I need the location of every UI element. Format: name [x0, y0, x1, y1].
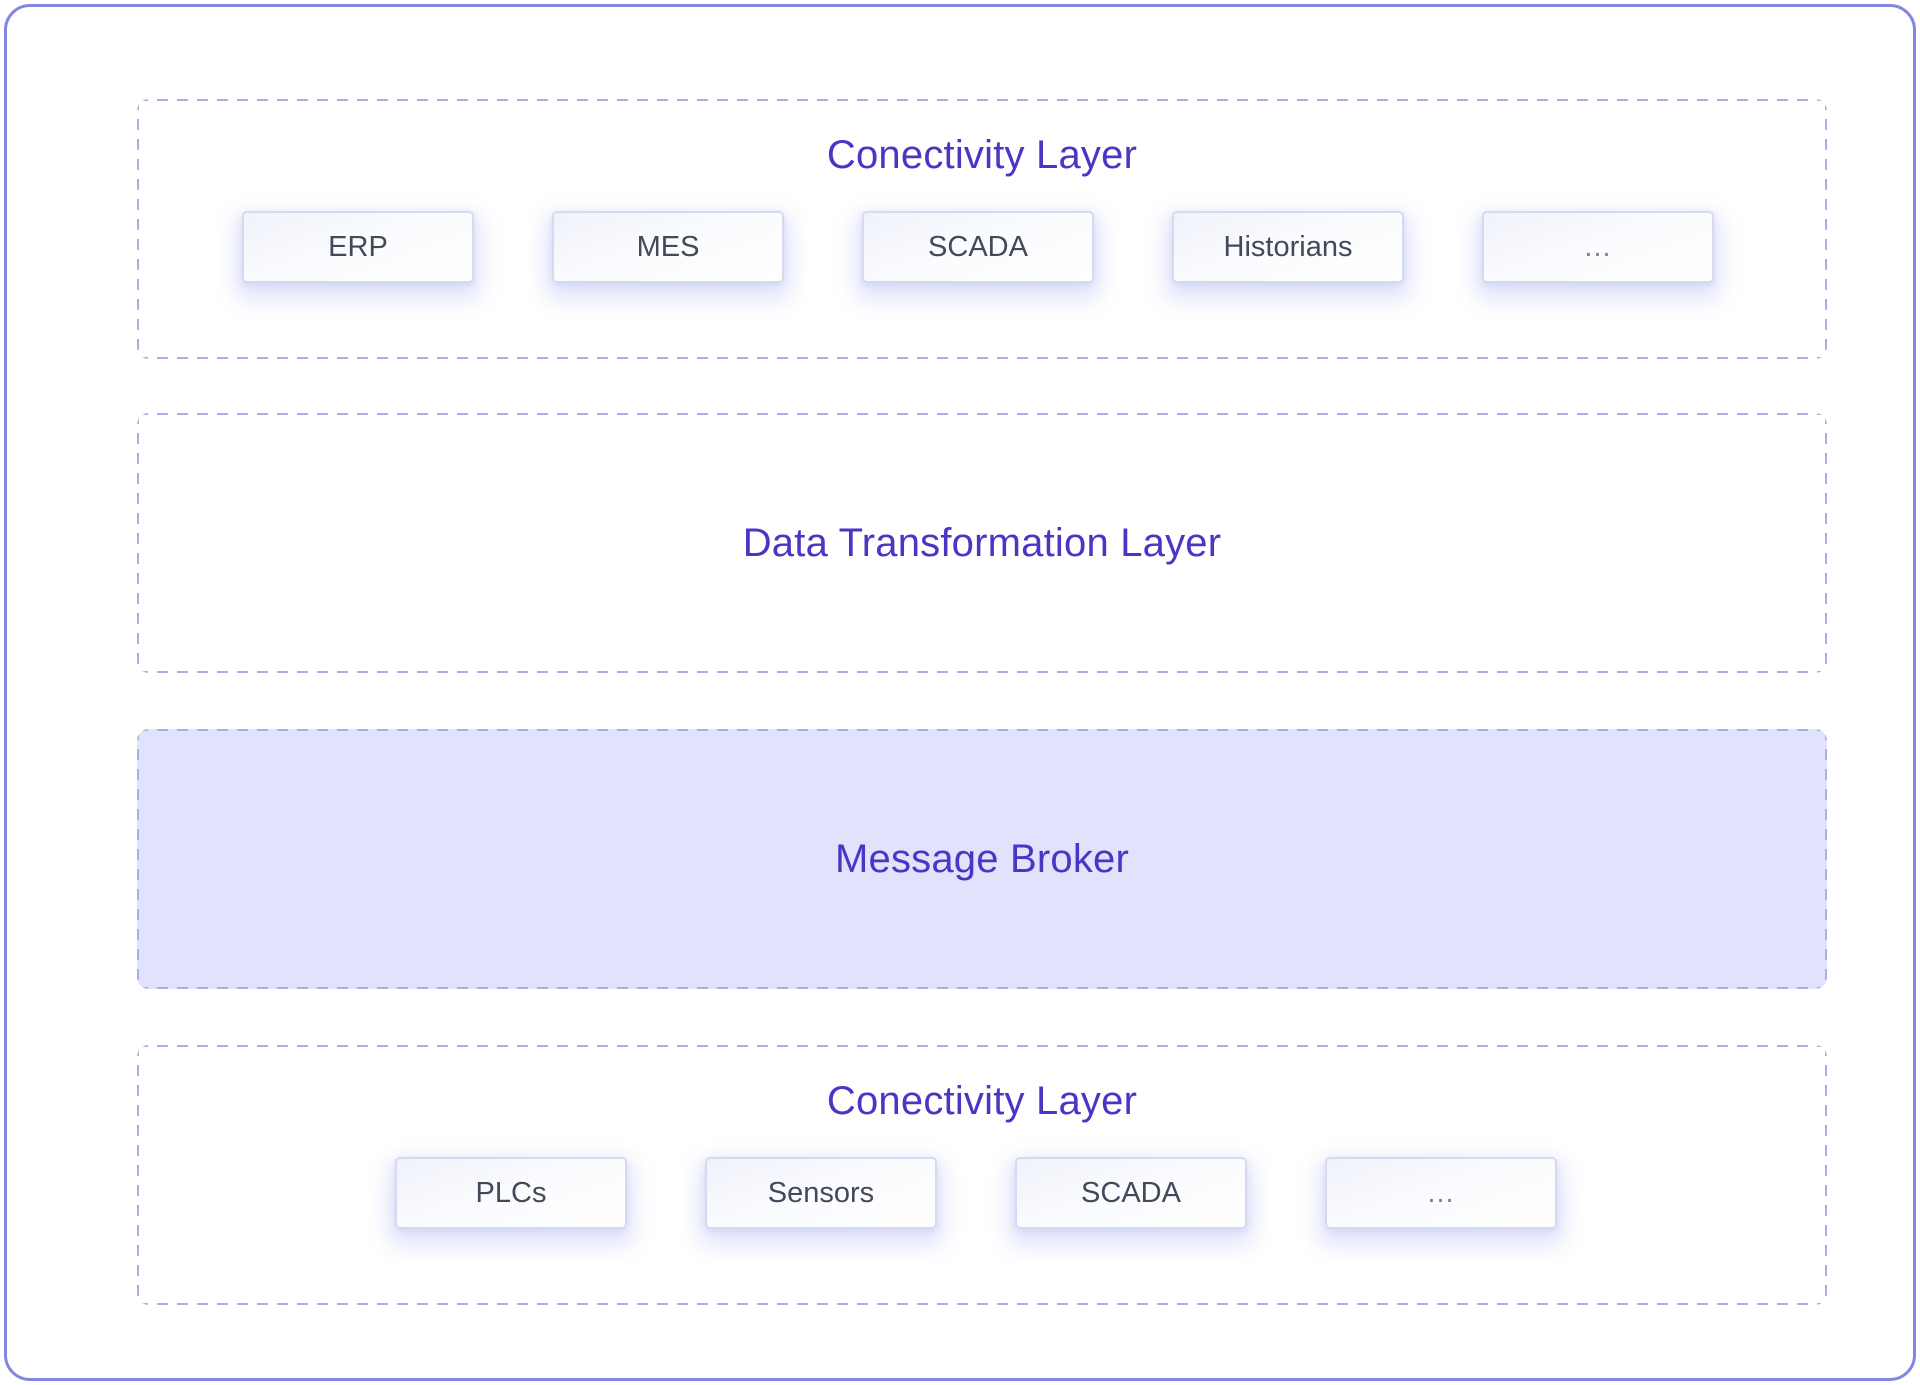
node-chip-scada[interactable]: SCADA: [1015, 1157, 1247, 1229]
node-chip-label: PLCs: [475, 1176, 547, 1209]
node-chip-more[interactable]: ...: [1325, 1157, 1557, 1229]
node-chip-label: ...: [1427, 1176, 1455, 1209]
layer-message-broker[interactable]: Message Broker: [137, 729, 1827, 989]
node-chip-plcs[interactable]: PLCs: [395, 1157, 627, 1229]
layer-title-connectivity-top: Conectivity Layer: [826, 133, 1138, 177]
layer-connectivity-top[interactable]: Conectivity Layer ERP MES SCADA Historia…: [137, 99, 1827, 359]
node-chip-label: Sensors: [767, 1176, 875, 1209]
layer-title-message-broker: Message Broker: [834, 837, 1130, 881]
layer-data-transformation[interactable]: Data Transformation Layer: [137, 413, 1827, 673]
node-chip-label: SCADA: [928, 230, 1028, 263]
node-chip-erp[interactable]: ERP: [242, 211, 474, 283]
node-chip-label: ERP: [328, 230, 388, 263]
layer-connectivity-bottom[interactable]: Conectivity Layer PLCs Sensors SCADA ...: [137, 1045, 1827, 1305]
node-chip-mes[interactable]: MES: [552, 211, 784, 283]
node-chip-label: ...: [1584, 230, 1612, 263]
node-chip-label: MES: [636, 230, 700, 263]
outer-frame: Conectivity Layer ERP MES SCADA Historia…: [4, 4, 1916, 1381]
layer-title-connectivity-bottom: Conectivity Layer: [826, 1079, 1138, 1123]
node-chip-scada[interactable]: SCADA: [862, 211, 1094, 283]
node-chip-more[interactable]: ...: [1482, 211, 1714, 283]
node-chip-historians[interactable]: Historians: [1172, 211, 1404, 283]
node-chip-sensors[interactable]: Sensors: [705, 1157, 937, 1229]
node-chip-label: Historians: [1223, 230, 1353, 263]
node-row-connectivity-top: ERP MES SCADA Historians ...: [137, 211, 1920, 283]
node-row-connectivity-bottom: PLCs Sensors SCADA ...: [137, 1157, 1920, 1229]
node-chip-label: SCADA: [1081, 1176, 1181, 1209]
layer-title-data-transformation: Data Transformation Layer: [742, 521, 1222, 565]
